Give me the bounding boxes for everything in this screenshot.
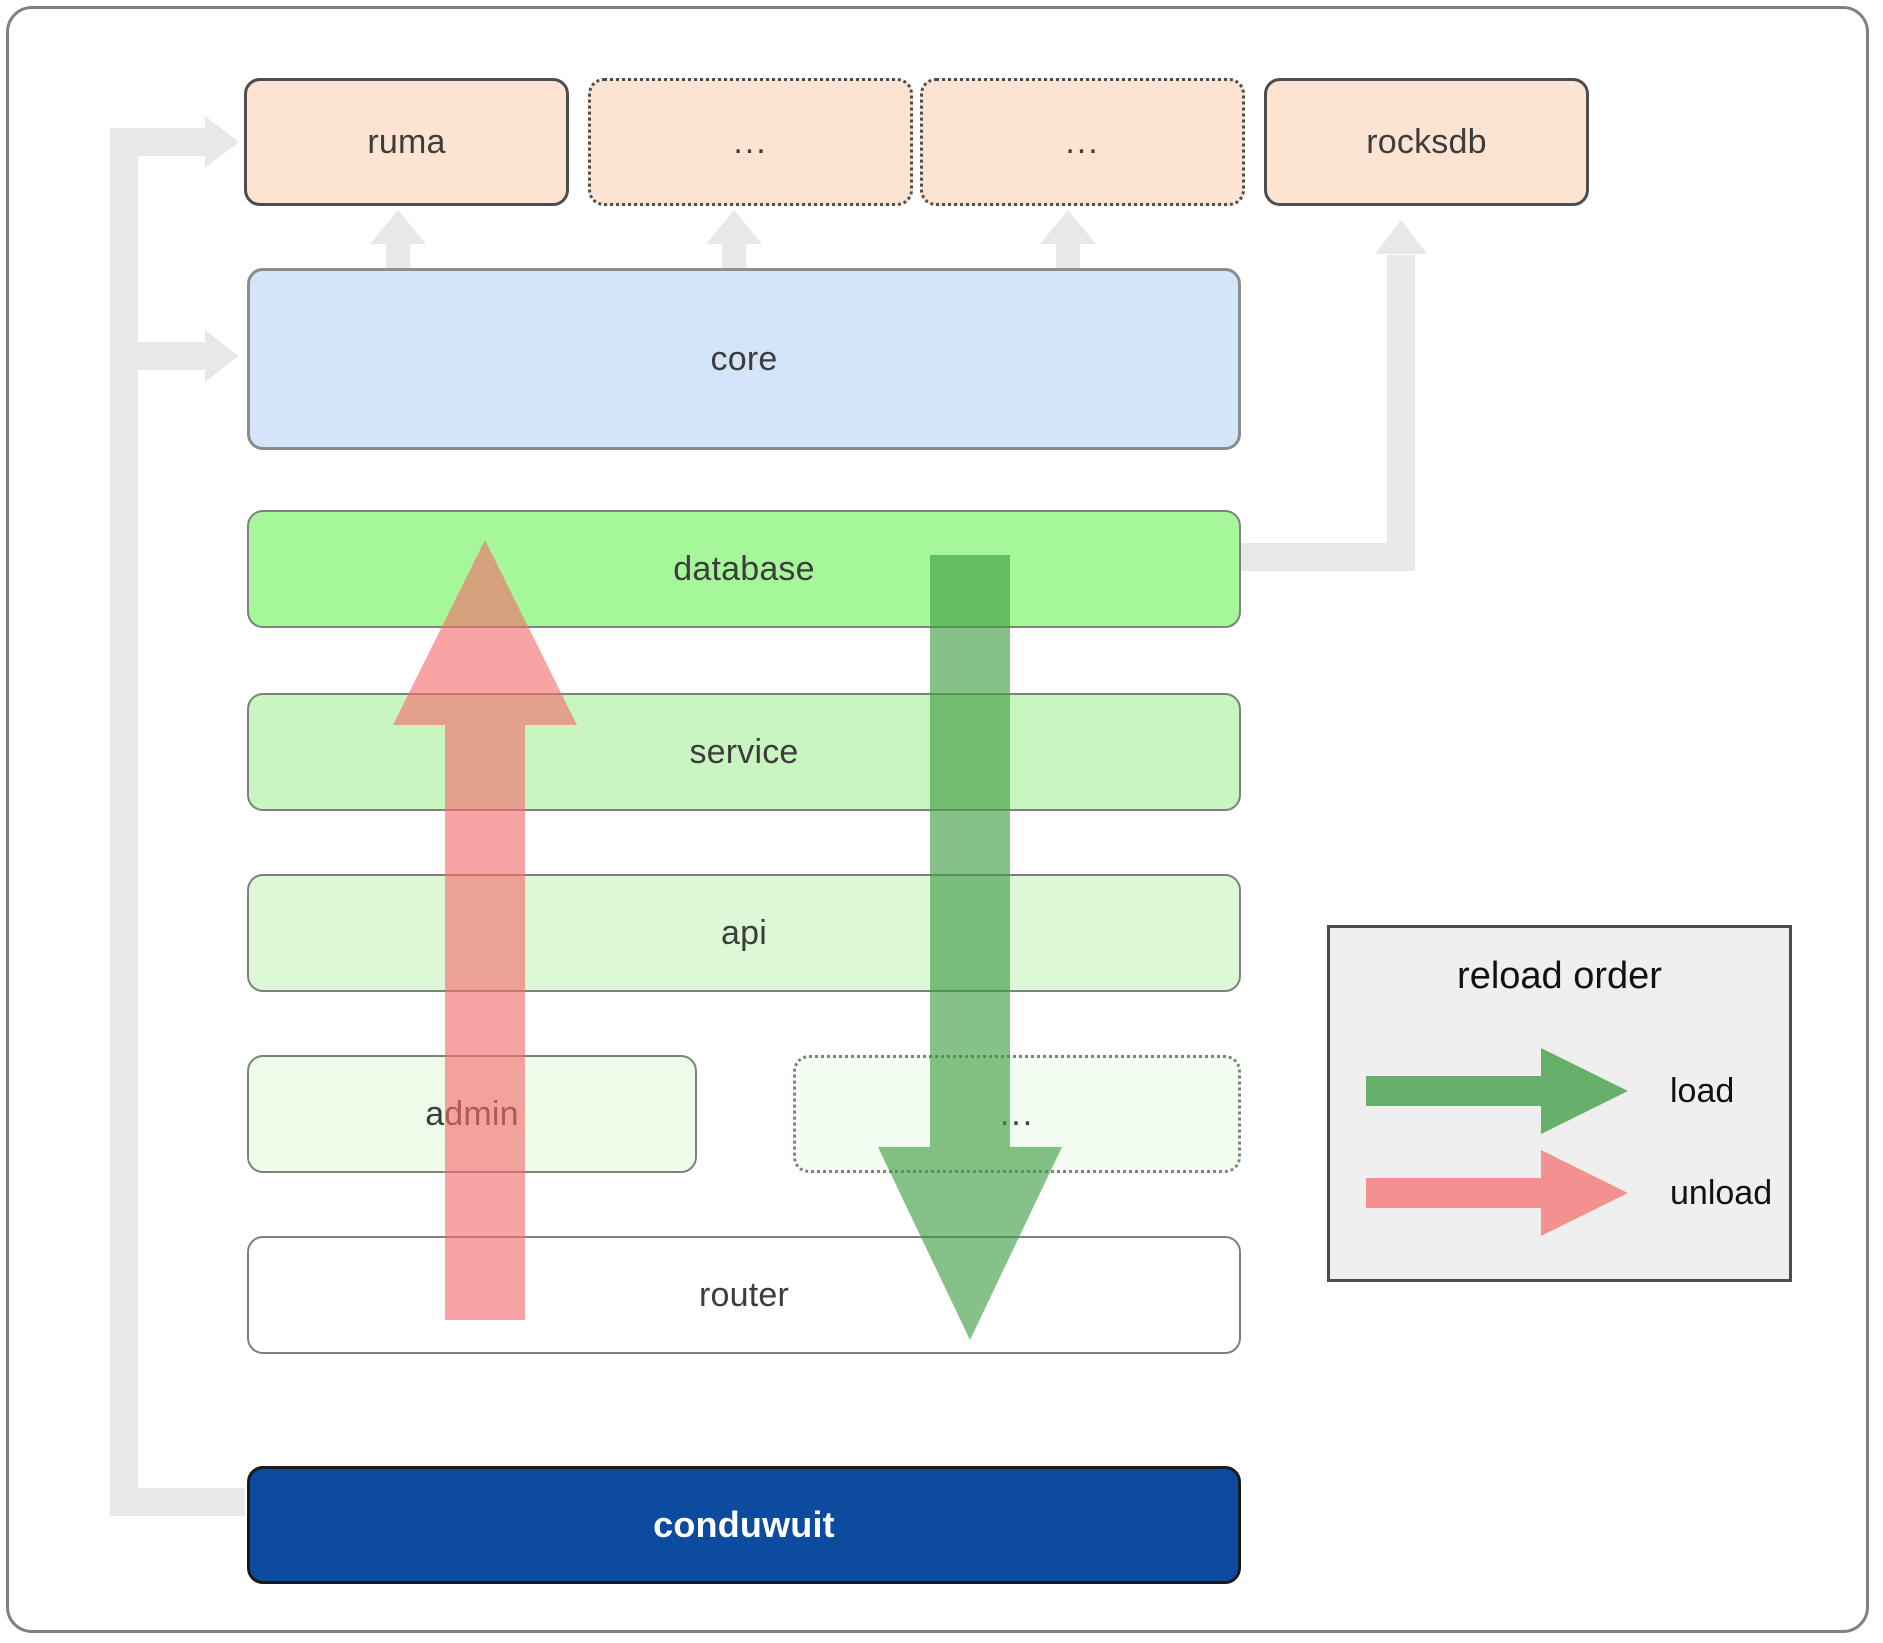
unload-arrow [385, 540, 585, 1320]
node-dependency-placeholder-2-label: ... [1065, 122, 1100, 161]
connector-arrowhead-ruma [205, 116, 239, 168]
connector-spine-vertical [110, 128, 138, 1516]
legend-row-load [1366, 1046, 1666, 1136]
connector-core-to-dep3 [1040, 210, 1096, 272]
connector-core-to-dep2 [706, 210, 762, 272]
connector-arrowhead-core [205, 330, 239, 382]
connector-core-to-ruma [370, 210, 426, 272]
connector-arrowhead-rocksdb [1375, 220, 1427, 254]
legend-load-label: load [1670, 1072, 1735, 1110]
legend-load-arrow-icon [1366, 1048, 1628, 1134]
node-api-label: api [721, 913, 767, 952]
node-rocksdb-label: rocksdb [1366, 122, 1487, 161]
node-conduwuit-label: conduwuit [653, 1504, 835, 1545]
node-dependency-placeholder-1[interactable]: ... [588, 78, 913, 206]
node-core-label: core [710, 339, 778, 378]
node-rocksdb[interactable]: rocksdb [1264, 78, 1589, 206]
node-router-label: router [698, 1275, 790, 1314]
legend-title: reload order [1457, 955, 1662, 997]
connector-spine-bottom [110, 1488, 245, 1516]
connector-database-to-rocksdb-vertical [1387, 255, 1415, 555]
node-ruma[interactable]: ruma [244, 78, 569, 206]
node-admin-placeholder[interactable]: ... [793, 1055, 1241, 1173]
node-service-label: service [689, 732, 799, 771]
connector-branch-ruma [110, 128, 205, 156]
node-database-label: database [673, 549, 815, 588]
connector-database-to-rocksdb-horizontal [1222, 543, 1415, 571]
legend-row-unload [1366, 1148, 1666, 1238]
node-database[interactable]: database [247, 510, 1241, 628]
node-dependency-placeholder-2[interactable]: ... [920, 78, 1245, 206]
connector-branch-core [138, 342, 205, 370]
node-dependency-placeholder-1-label: ... [733, 122, 768, 161]
node-core[interactable]: core [247, 268, 1241, 450]
node-ruma-label: ruma [367, 122, 446, 161]
legend-unload-label: unload [1670, 1174, 1773, 1212]
node-conduwuit[interactable]: conduwuit [247, 1466, 1241, 1584]
legend-reload-order: reload order load unload [1327, 925, 1792, 1282]
node-api[interactable]: api [247, 874, 1241, 992]
load-arrow [870, 555, 1070, 1340]
legend-unload-arrow-icon [1366, 1150, 1628, 1236]
node-router[interactable]: router [247, 1236, 1241, 1354]
